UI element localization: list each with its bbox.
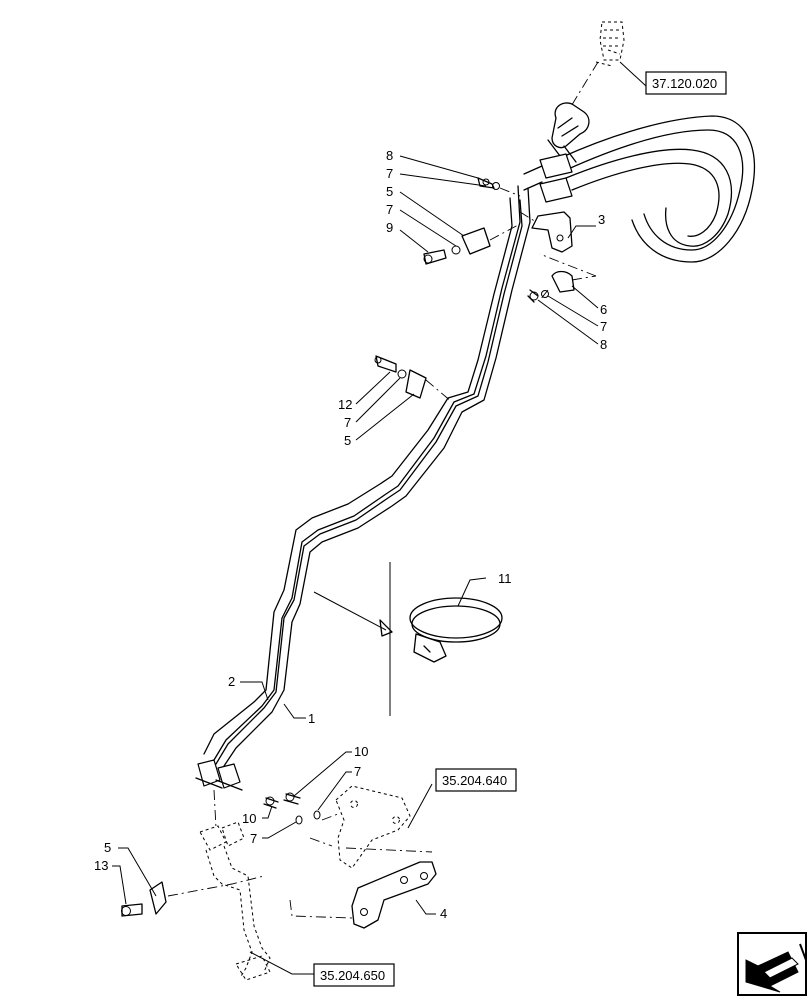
callout-5-lower: 5 <box>104 840 111 855</box>
callout-10-left: 10 <box>242 811 256 826</box>
leaders <box>112 61 647 975</box>
ref-label-35-204-640: 35.204.640 <box>442 773 507 788</box>
callout-4: 4 <box>440 906 447 921</box>
lower-ghost-pipes <box>199 821 271 981</box>
coupling-fitting <box>569 21 625 109</box>
bracket-4 <box>351 861 437 929</box>
ref-label-35-204-650: 35.204.650 <box>320 968 385 983</box>
clip-5-middle-group <box>374 355 453 403</box>
callout-10-right: 10 <box>354 744 368 759</box>
callout-9: 9 <box>386 220 393 235</box>
clip-6-group <box>527 253 597 303</box>
callout-7-top: 7 <box>386 166 393 181</box>
ref-box-35-204-650[interactable]: 35.204.650 <box>313 963 395 987</box>
callout-11: 11 <box>498 571 512 586</box>
ref-box-35-204-640[interactable]: 35.204.640 <box>435 768 517 792</box>
ghost-bracket <box>309 785 433 869</box>
callout-8-top: 8 <box>386 148 393 163</box>
hose-assembly <box>523 102 756 263</box>
ref-box-37-120-020[interactable]: 37.120.020 <box>645 71 727 95</box>
callout-5-middle: 5 <box>344 433 351 448</box>
pipe-1-2 <box>195 185 531 829</box>
callout-13: 13 <box>94 858 108 873</box>
callout-7-upper: 7 <box>386 202 393 217</box>
callout-7-lower-left: 7 <box>250 831 257 846</box>
callout-12: 12 <box>338 397 352 412</box>
callout-7-lower-right: 7 <box>354 764 361 779</box>
callout-3: 3 <box>598 212 605 227</box>
callout-1: 1 <box>308 711 315 726</box>
ref-label-37-120-020: 37.120.020 <box>652 76 717 91</box>
callout-8-right: 8 <box>600 337 607 352</box>
bolts-10-group <box>263 792 321 825</box>
detail-indicator <box>313 562 393 716</box>
bracket-3 <box>519 211 573 253</box>
arrow-view-icon[interactable] <box>737 932 807 996</box>
callout-7-middle: 7 <box>344 415 351 430</box>
clip-5-lower-group <box>121 875 353 919</box>
hose-clamp-11 <box>409 597 503 663</box>
callout-5-top: 5 <box>386 184 393 199</box>
callout-7-right: 7 <box>600 319 607 334</box>
callout-6: 6 <box>600 302 607 317</box>
callout-2: 2 <box>228 674 235 689</box>
